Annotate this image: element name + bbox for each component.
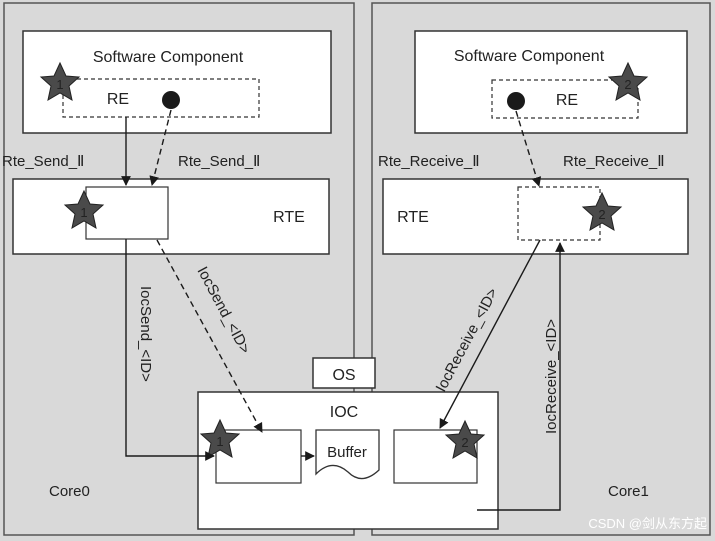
left-rte-inner-box [85,186,169,240]
right-rte-star-icon: 2 [581,191,623,232]
left-re-box [62,78,260,118]
buffer-label: Buffer [327,444,367,461]
right-re-port-dot [507,92,525,110]
core0-label: Core0 [49,483,90,500]
left-component-star-icon: 1 [39,61,81,102]
left-rte-star-number: 1 [80,205,87,220]
right-rte-inner-box [517,186,601,241]
os-box [312,357,376,389]
left-re-port-dot [162,91,180,109]
ioc-label: IOC [330,404,358,421]
ioc-left-star-number: 1 [216,434,223,449]
right-solid-ioc-receive-path [477,242,565,511]
left-api-label-left: Rte_Send_Ⅱ [2,153,84,170]
right-ioc-vertical-label: IocReceive_<ID> [543,319,560,434]
left-dashed-arrow-swc-to-rte [149,109,172,186]
left-re-label: RE [107,91,129,108]
ioc-right-star-number: 2 [461,435,468,450]
watermark-text: CSDN @剑从东方起 [588,516,707,531]
left-dashed-ioc-send-path [156,239,263,433]
right-software-component-title: Software Component [454,48,605,65]
left-rte-box [12,178,330,255]
core1-frame [371,2,711,536]
right-re-label: RE [556,92,578,109]
right-component-star-icon: 2 [607,61,649,102]
right-rte-label: RTE [397,209,429,226]
buffer-shape [315,429,380,480]
left-rte-label: RTE [273,209,305,226]
ioc-left-star-icon: 1 [199,418,241,459]
core0-frame [3,2,355,536]
left-rte-star-icon: 1 [63,189,105,230]
left-software-component-title: Software Component [93,49,244,66]
ioc-right-star-icon: 2 [444,419,486,460]
right-api-label-left: Rte_Receive_Ⅱ [378,153,480,170]
left-solid-ioc-send-path [125,239,215,461]
right-rte-star-number: 2 [598,207,605,222]
right-software-component-box [414,30,688,134]
left-ioc-vertical-label: IocSend_<ID> [137,286,154,382]
right-dashed-arrow-swc-to-rte [515,110,542,187]
right-component-star-number: 2 [624,77,631,92]
left-software-component-box [22,30,332,134]
core1-label: Core1 [608,483,649,500]
right-ioc-receive-diagonal [439,239,541,429]
right-api-label-right: Rte_Receive_Ⅱ [563,153,665,170]
os-label: OS [332,367,355,384]
left-component-star-number: 1 [56,77,63,92]
left-api-label-right: Rte_Send_Ⅱ [178,153,260,170]
